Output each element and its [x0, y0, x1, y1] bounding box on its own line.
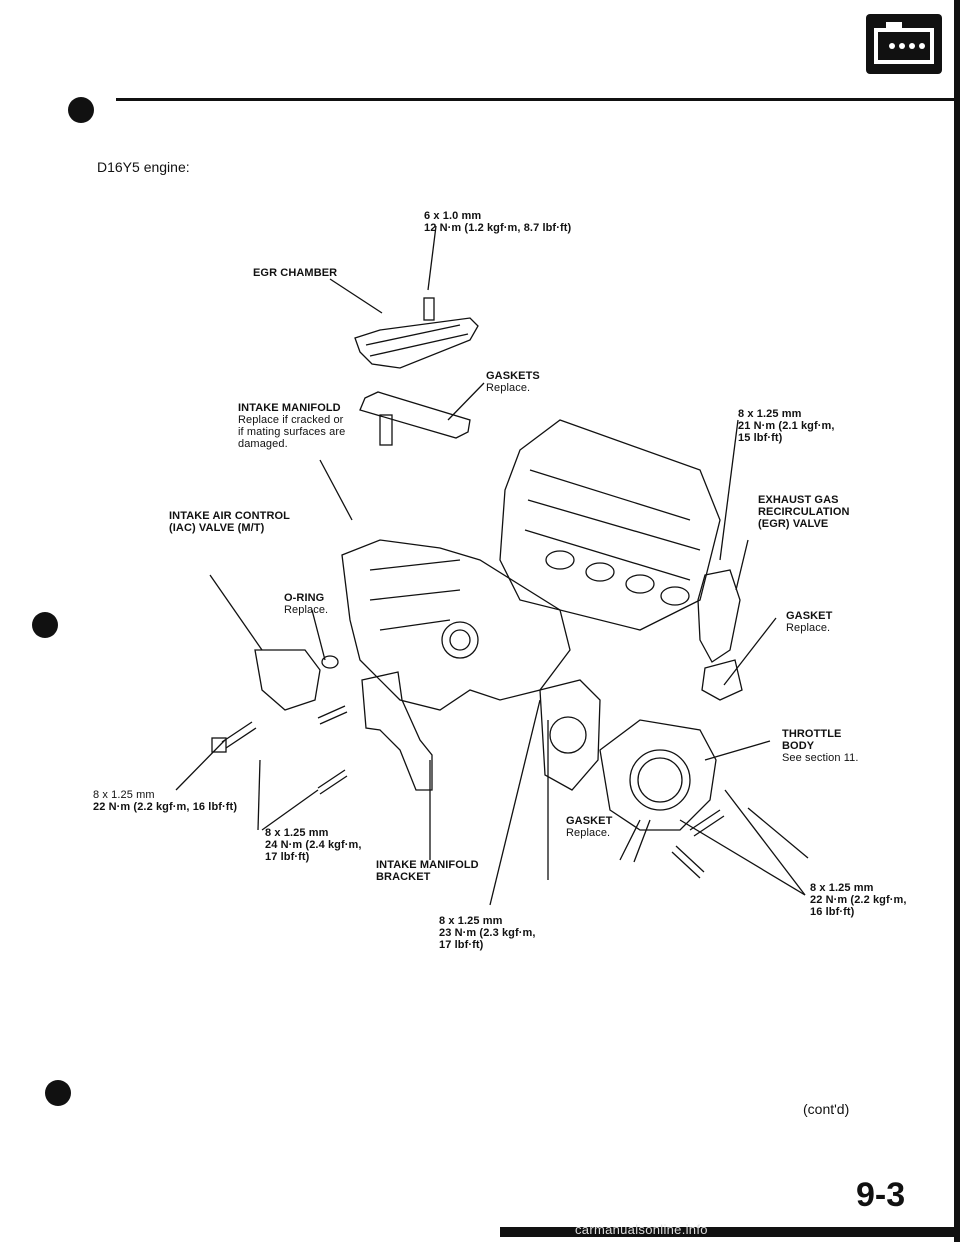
egr-stud-part	[379, 414, 393, 446]
throttle-body-label: THROTTLE BODY See section 11.	[782, 728, 859, 764]
bolt-mid-part	[317, 705, 348, 725]
throttle-body-part	[599, 719, 717, 831]
continued-note: (cont'd)	[803, 1101, 850, 1117]
bolt-top-label: 6 x 1.0 mm 12 N·m (1.2 kgf·m, 8.7 lbf·ft…	[424, 210, 572, 234]
page-heading: D16Y5 engine:	[97, 159, 190, 175]
leader-bolt-left	[175, 739, 226, 791]
leader-throttle-bolts	[747, 807, 809, 859]
bolt-bottom-label: 8 x 1.25 mm 23 N·m (2.3 kgf·m, 17 lbf·ft…	[439, 915, 536, 951]
egr-gasket-part	[701, 659, 743, 701]
intake-bracket-part	[361, 671, 433, 791]
bracket-label: INTAKE MANIFOLD BRACKET	[376, 859, 479, 883]
page-edge-bar	[954, 0, 960, 1242]
bolt-left-part	[221, 721, 257, 749]
leader-throttle-body	[704, 740, 771, 761]
leader-bolt-bottom-right-2	[679, 819, 806, 896]
leader-intake-manifold	[319, 459, 353, 521]
header-rule	[116, 98, 960, 101]
footer-bar	[500, 1227, 960, 1237]
leader-oring	[311, 609, 326, 661]
bolt-mid-label: 8 x 1.25 mm 24 N·m (2.4 kgf·m, 17 lbf·ft…	[265, 827, 362, 863]
leader-iac-valve	[209, 574, 263, 651]
intake-manifold-label: INTAKE MANIFOLD Replace if cracked or if…	[238, 402, 346, 450]
leader-gasket-right	[723, 617, 777, 686]
leader-bolt-mid-2	[261, 789, 319, 831]
gasket-right-label: GASKET Replace.	[786, 610, 833, 634]
chamber-gasket-part	[359, 391, 471, 439]
oring-label: O-RING Replace.	[284, 592, 329, 616]
egr-chamber-part	[354, 317, 479, 369]
leader-bolt-bottom-right	[724, 789, 806, 896]
throttle-gasket-part	[539, 679, 601, 791]
leader-bolt-top	[427, 225, 437, 291]
egr-chamber-label: EGR CHAMBER	[253, 267, 338, 279]
watermark: carmanualsonline.info	[575, 1222, 708, 1237]
binder-hole-top	[68, 97, 94, 123]
egr-valve-part	[697, 569, 741, 663]
leader-bolt-right	[719, 419, 739, 561]
leader-egr-valve	[735, 539, 749, 591]
cylinder-head-part	[499, 419, 721, 631]
page-number: 9-3	[856, 1176, 906, 1214]
egr-valve-label: EXHAUST GAS RECIRCULATION (EGR) VALVE	[758, 494, 850, 530]
bolt-bottom-right-label: 8 x 1.25 mm 22 N·m (2.2 kgf·m, 16 lbf·ft…	[810, 882, 907, 918]
leader-bolt-bottom	[489, 699, 541, 906]
bolt-top-part	[423, 297, 435, 321]
binder-hole-bottom	[45, 1080, 71, 1106]
gasket-center-label: GASKET Replace.	[566, 815, 613, 839]
leader-bolt-mid	[257, 759, 261, 831]
engine-section-icon	[866, 14, 942, 74]
intake-manifold-part	[341, 539, 571, 711]
oring-part	[321, 655, 339, 669]
binder-hole-middle	[32, 612, 58, 638]
gaskets-label: GASKETS Replace.	[486, 370, 540, 394]
bolt-left-label: 8 x 1.25 mm 22 N·m (2.2 kgf·m, 16 lbf·ft…	[93, 789, 238, 813]
leader-egr-chamber	[329, 278, 383, 314]
leader-gaskets	[447, 382, 485, 421]
iac-valve-label: INTAKE AIR CONTROL (IAC) VALVE (M/T)	[169, 510, 290, 534]
bolt-right-label: 8 x 1.25 mm 21 N·m (2.1 kgf·m, 15 lbf·ft…	[738, 408, 835, 444]
throttle-bolt-part	[689, 809, 725, 837]
iac-valve-part	[254, 649, 321, 711]
